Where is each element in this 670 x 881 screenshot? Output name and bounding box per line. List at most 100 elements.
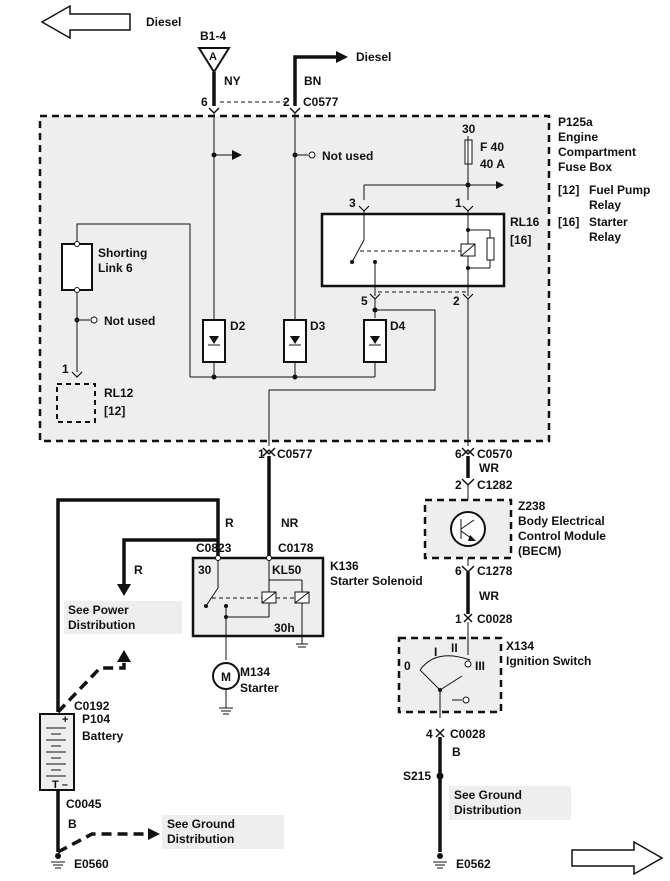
ground-arrow-left-icon — [148, 828, 160, 840]
x134-label: X134 — [506, 639, 534, 653]
connector-c0045: C0045 — [66, 797, 102, 811]
diode-d4-label: D4 — [390, 319, 406, 333]
shorting-link-label-2: Link 6 — [98, 261, 133, 275]
fusebox-line-2: Compartment — [558, 145, 636, 159]
fusebox-line-1: Engine — [558, 130, 598, 144]
bn-label: BN — [304, 74, 321, 88]
legend-12-line-2: Relay — [589, 198, 621, 212]
z238-line-3: (BECM) — [518, 544, 561, 558]
relay-rl16-code: [16] — [510, 233, 531, 247]
connector-c0192: C0192 — [74, 699, 110, 713]
not-used-1: Not used — [322, 149, 373, 163]
wr-label-mid: WR — [479, 589, 499, 603]
pin-2-c1282: 2 — [455, 478, 462, 492]
connector-c0028-bottom: C0028 — [450, 727, 486, 741]
power-arrow-up-icon — [117, 650, 131, 662]
ign-pos-I: I — [434, 645, 437, 659]
battery-plus-icon: + — [62, 714, 68, 726]
z238-label: Z238 — [518, 499, 546, 513]
relay-pin-3: 3 — [349, 196, 356, 210]
legend-16-line-1: Starter — [589, 215, 628, 229]
see-ground-box-right — [449, 786, 571, 820]
splice-s215: S215 — [403, 769, 431, 783]
left-arrow-icon — [40, 4, 131, 40]
x134-desc: Ignition Switch — [506, 654, 591, 668]
fuse-name: F 40 — [480, 140, 504, 154]
left-arrow-label: Diesel — [146, 15, 181, 29]
relay-pin-2: 2 — [453, 294, 460, 308]
m134-label: M134 — [240, 665, 270, 679]
nr-label: NR — [281, 516, 299, 530]
connector-c0028-top: C0028 — [477, 612, 513, 626]
wr-label-top: WR — [479, 461, 499, 475]
connector-c0577-bottom: C0577 — [277, 447, 313, 461]
not-used-2: Not used — [104, 314, 155, 328]
see-power-line-2: Distribution — [68, 618, 135, 632]
diode-d3-label: D3 — [310, 319, 326, 333]
b-label-right: B — [452, 745, 461, 759]
connector-c0823: C0823 — [196, 541, 232, 555]
relay-rl16-label: RL16 — [510, 215, 540, 229]
connector-c0178: C0178 — [278, 541, 314, 555]
r-label-top: R — [225, 516, 234, 530]
relay-rl16 — [320, 212, 506, 288]
legend-12-line-1: Fuel Pump — [589, 183, 650, 197]
connector-c1278: C1278 — [477, 564, 513, 578]
see-ground-left-2: Distribution — [167, 832, 234, 846]
solenoid-kl50: KL50 — [272, 563, 302, 577]
fusebox-name: P125a — [558, 115, 593, 129]
rl12-label: RL12 — [104, 386, 134, 400]
k136-label: K136 — [330, 559, 359, 573]
pin-6-top: 6 — [201, 95, 208, 109]
legend-16-line-2: Relay — [589, 230, 621, 244]
solenoid-pin-30: 30 — [198, 563, 212, 577]
ignition-switch-x134 — [397, 636, 503, 714]
ign-pos-0: 0 — [404, 659, 411, 673]
r-label-left: R — [134, 563, 143, 577]
relay-rl12 — [56, 383, 96, 423]
z238-line-2: Control Module — [518, 529, 606, 543]
diesel-feed-label: Diesel — [356, 50, 391, 64]
ign-pos-III: III — [475, 659, 485, 673]
b14-label: B1-4 — [200, 29, 226, 43]
connector-c0577-top: C0577 — [303, 95, 339, 109]
b14-pin-label: A — [209, 51, 217, 63]
b-label-left: B — [68, 817, 77, 831]
see-ground-left-1: See Ground — [167, 817, 235, 831]
pin-1-bottom: 1 — [258, 447, 265, 461]
legend-code-16: [16] — [558, 215, 579, 229]
diode-d2-label: D2 — [230, 319, 246, 333]
ign-pos-II: II — [451, 641, 458, 655]
relay-pin-1: 1 — [455, 196, 462, 210]
pin-1-c0028: 1 — [455, 612, 462, 626]
fusebox-line-3: Fuse Box — [558, 160, 612, 174]
b14-triangle-icon — [197, 47, 231, 74]
r-arrow-down-icon — [117, 584, 131, 596]
motor-symbol: M — [221, 670, 231, 684]
pin-6-c0570: 6 — [455, 447, 462, 461]
ny-label: NY — [224, 74, 241, 88]
see-ground-box-left — [162, 815, 284, 849]
solenoid-30h: 30h — [274, 621, 295, 635]
relay-pin-5: 5 — [361, 294, 368, 308]
see-ground-right-1: See Ground — [454, 788, 522, 802]
pin-6-c1278: 6 — [455, 564, 462, 578]
m134-desc: Starter — [240, 681, 279, 695]
legend-code-12: [12] — [558, 183, 579, 197]
connector-c0570: C0570 — [477, 447, 513, 461]
right-arrow-icon — [571, 840, 664, 876]
fuse-pin-30: 30 — [462, 122, 476, 136]
fuse-rating: 40 A — [480, 157, 505, 171]
z238-line-1: Body Electrical — [518, 514, 605, 528]
rl12-pin-1: 1 — [62, 362, 69, 376]
battery-minus-icon: T – — [52, 779, 68, 791]
see-power-box — [64, 601, 182, 634]
ground-e0560: E0560 — [74, 857, 109, 871]
k136-desc: Starter Solenoid — [330, 574, 423, 588]
p104-label: P104 — [82, 712, 110, 726]
shorting-link-label-1: Shorting — [98, 246, 147, 260]
pin-2-top: 2 — [283, 95, 290, 109]
pin-4-c0028: 4 — [426, 727, 433, 741]
p104-desc: Battery — [82, 729, 124, 743]
see-ground-right-2: Distribution — [454, 803, 521, 817]
